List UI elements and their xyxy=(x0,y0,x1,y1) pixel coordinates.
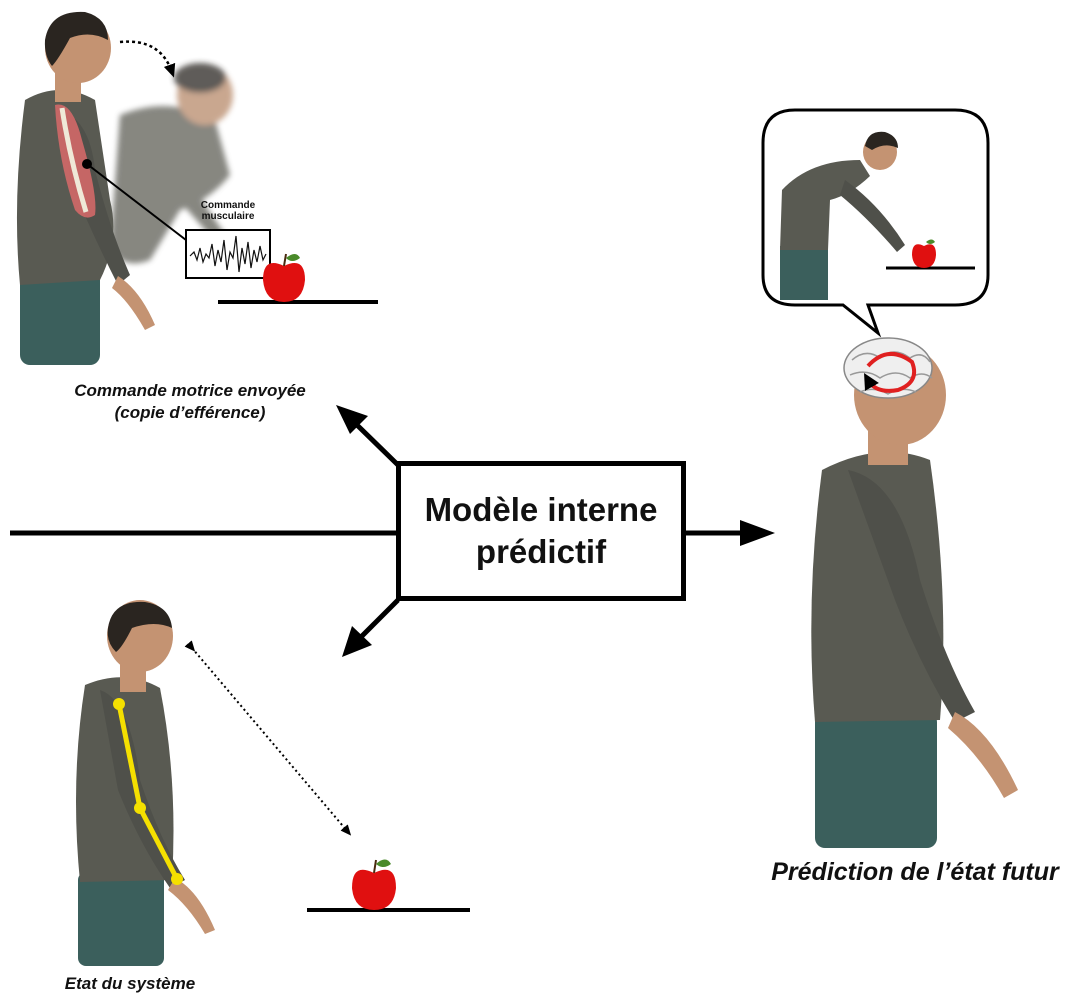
jeans xyxy=(815,712,937,848)
motor-command-figure xyxy=(17,12,378,365)
apple-icon xyxy=(352,860,396,911)
down-arrow xyxy=(360,600,398,638)
motor-command-caption-line1: Commande motrice envoyée xyxy=(40,380,340,402)
hand xyxy=(112,276,155,330)
jeans xyxy=(78,872,164,966)
hand xyxy=(948,712,1018,798)
motor-command-caption: Commande motrice envoyée (copie d’effére… xyxy=(40,380,340,424)
system-state-figure xyxy=(76,600,470,966)
motion-dotted-arrow xyxy=(120,42,172,72)
hand xyxy=(168,878,215,934)
prediction-figure xyxy=(763,110,1018,848)
distance-dotted-arrow xyxy=(192,648,348,832)
system-state-caption: Etat du système xyxy=(40,974,220,994)
output-arrowhead xyxy=(740,520,775,546)
muscle-command-label-line2: musculaire xyxy=(186,211,270,222)
model-box-line1: Modèle interne xyxy=(425,489,658,531)
prediction-caption: Prédiction de l’état futur xyxy=(745,858,1083,887)
motor-command-caption-line2: (copie d’efférence) xyxy=(40,402,340,424)
model-box-line2: prédictif xyxy=(476,531,606,573)
up-arrow xyxy=(356,424,398,465)
muscle-command-label-line1: Commande xyxy=(186,200,270,211)
internal-model-box: Modèle interne prédictif xyxy=(396,461,686,601)
muscle-command-label: Commande musculaire xyxy=(186,200,270,222)
brain-icon xyxy=(844,338,932,398)
